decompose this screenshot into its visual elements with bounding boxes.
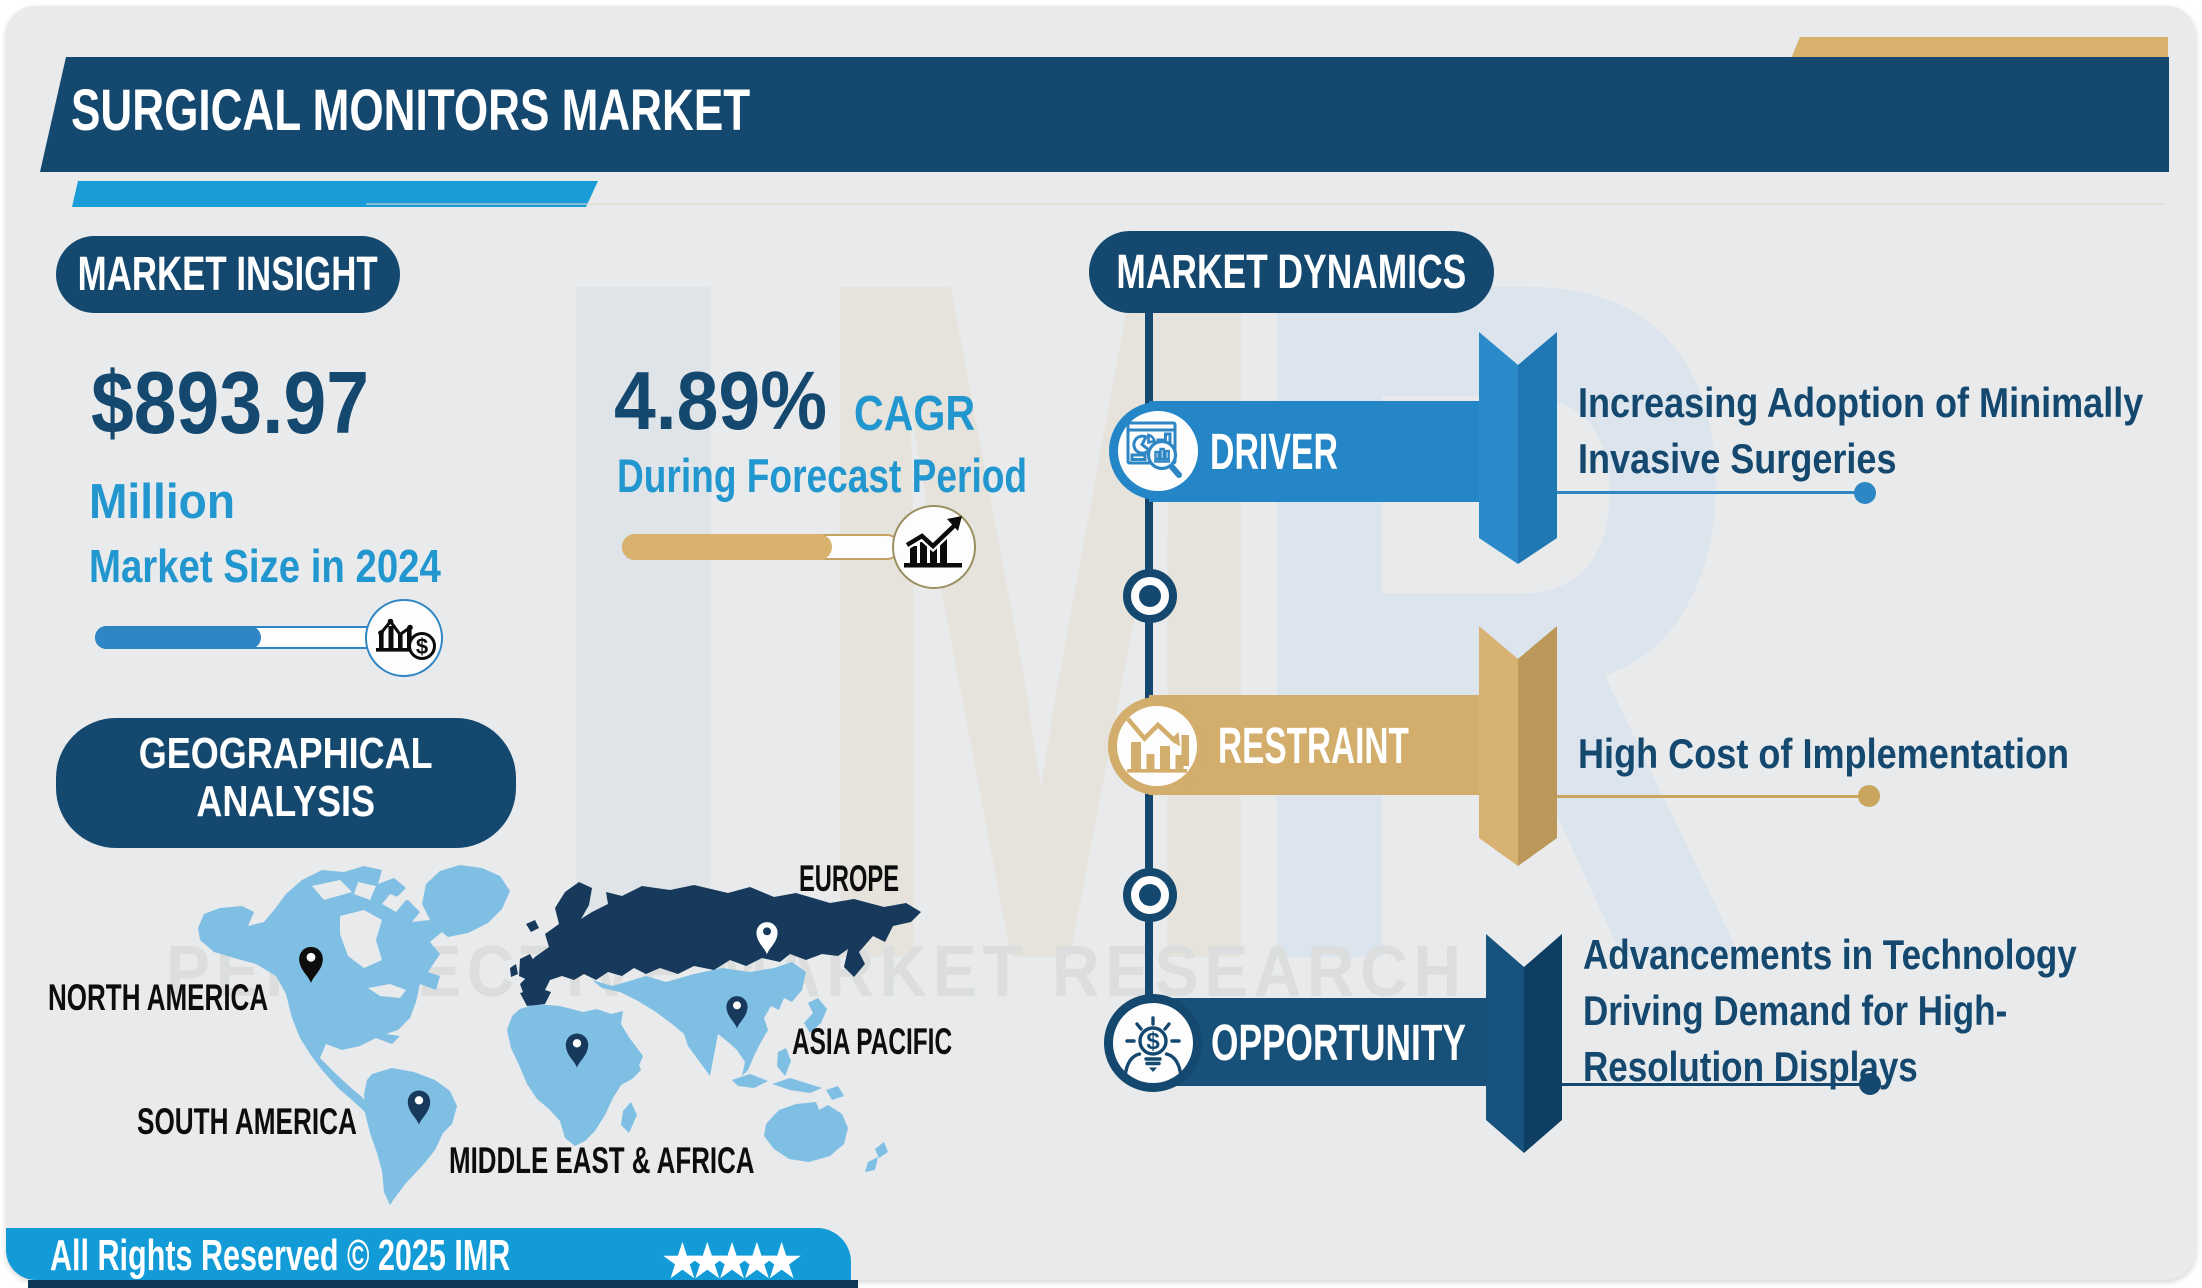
- svg-text:$: $: [1146, 1028, 1160, 1055]
- svg-text:$: $: [416, 634, 428, 659]
